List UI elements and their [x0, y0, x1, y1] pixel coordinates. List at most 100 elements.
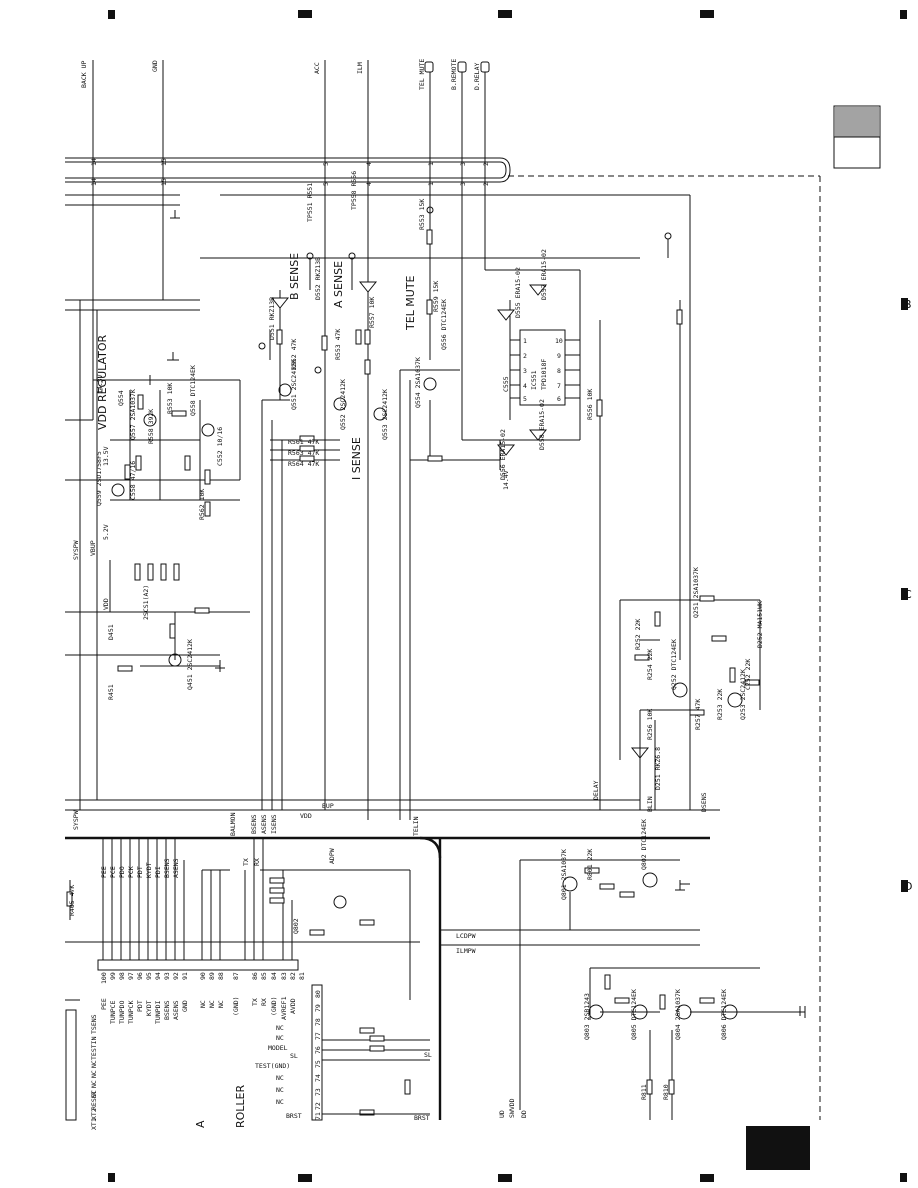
q251-q253-circuit	[619, 595, 761, 810]
svg-text:C558 47/16: C558 47/16	[129, 461, 137, 500]
controller-pins-top: 100 99 98 97 96 95 94 93 92 91 90 89 88 …	[97, 959, 306, 984]
svg-text:KYDT: KYDT	[145, 1000, 153, 1016]
svg-text:R256 10K: R256 10K	[646, 709, 654, 740]
svg-text:(GND): (GND)	[270, 996, 278, 1016]
svg-text:Q558 DTC124EK: Q558 DTC124EK	[189, 365, 197, 416]
svg-text:76: 76	[314, 1046, 322, 1054]
svg-text:AVDD: AVDD	[289, 998, 297, 1014]
q803-q806-circuit	[588, 967, 806, 1120]
svg-text:NC: NC	[276, 1098, 284, 1106]
svg-text:MODEL: MODEL	[268, 1044, 288, 1052]
svg-text:75: 75	[314, 1060, 322, 1068]
svg-text:TEST(GND): TEST(GND)	[255, 1062, 290, 1070]
svg-text:73: 73	[314, 1088, 322, 1096]
svg-text:R552 47K: R552 47K	[290, 339, 298, 370]
svg-text:ADPW: ADPW	[328, 848, 336, 864]
svg-text:PDO: PDO	[118, 866, 126, 878]
svg-text:NC: NC	[208, 1000, 216, 1008]
signal-ilm: ILM	[356, 62, 364, 74]
signal-gnd: GND	[151, 60, 159, 72]
left-pins: TSENS TESTIN NC NC NC NC RESET XT2 XT1	[65, 999, 98, 1130]
ilmpw-label: ILMPW	[456, 947, 476, 955]
svg-text:ISENS: ISENS	[270, 814, 278, 834]
svg-text:R563 47K: R563 47K	[288, 449, 319, 457]
svg-text:98: 98	[118, 972, 126, 980]
svg-text:SL: SL	[290, 1052, 298, 1060]
svg-text:89: 89	[208, 972, 216, 980]
svg-text:84: 84	[270, 972, 278, 980]
ic551: IC551 TPD1018F 1 2 3 4 5 10 9 8 7 6	[462, 269, 603, 810]
svg-text:TP558 R556: TP558 R556	[350, 171, 358, 210]
svg-text:NC: NC	[276, 1086, 284, 1094]
svg-text:D556 ERA15-02: D556 ERA15-02	[499, 429, 507, 480]
svg-text:R553 10K: R553 10K	[166, 383, 174, 414]
controller-signals-top: PEE TUNPCE TUNPDO TUNPCK PDT KYDT TUNPDI…	[100, 996, 297, 1024]
svg-text:2SCS1(A2): 2SCS1(A2)	[142, 585, 150, 620]
svg-text:R801 22K: R801 22K	[586, 849, 594, 880]
rail-dsens: DSENS	[700, 792, 708, 812]
svg-text:SYSPW: SYSPW	[72, 810, 80, 830]
svg-text:Q552 2SC2412K: Q552 2SC2412K	[339, 379, 347, 430]
svg-text:95: 95	[145, 972, 153, 980]
svg-text:R553 47K: R553 47K	[334, 329, 342, 360]
edge-letter-b: B	[904, 298, 912, 311]
svg-text:Q557 2SA1037K: Q557 2SA1037K	[129, 389, 137, 440]
svg-text:R564 47K: R564 47K	[288, 460, 319, 468]
signal-tel-mute: TEL MUTE	[418, 59, 426, 90]
svg-text:Q553 2SC2412K: Q553 2SC2412K	[381, 389, 389, 440]
controller-pins-bottom: 80 79 78 77 76 75 74 73 72 71 NC NC MODE…	[255, 984, 432, 1122]
signal-acc: ACC	[313, 62, 321, 74]
svg-text:D251 RKZ6.8: D251 RKZ6.8	[654, 747, 662, 790]
svg-text:NC: NC	[90, 1070, 98, 1078]
controller-bus	[65, 836, 700, 1120]
svg-text:8: 8	[557, 367, 561, 375]
svg-text:Q451 2SC2412K: Q451 2SC2412K	[186, 639, 194, 690]
svg-text:BSENS: BSENS	[163, 1000, 171, 1020]
svg-text:4: 4	[365, 182, 373, 186]
svg-text:TUNPDO: TUNPDO	[118, 1000, 126, 1024]
svg-text:NC: NC	[90, 1060, 98, 1068]
svg-text:Q803 2SB1243: Q803 2SB1243	[583, 993, 591, 1040]
edge-letter-d: D	[904, 880, 912, 893]
svg-text:C552 10/16: C552 10/16	[216, 427, 224, 466]
q451-refs: D451 2SCS1(A2) Q451 2SC2412K R451	[107, 585, 194, 700]
svg-text:4: 4	[523, 382, 527, 390]
svg-text:Q556 DTC124EK: Q556 DTC124EK	[440, 299, 448, 350]
svg-text:NC: NC	[276, 1024, 284, 1032]
svg-text:88: 88	[217, 972, 225, 980]
ic551-refs: D555 ERA15-02 D557 ERA15-02 D558 ERA15-0…	[499, 249, 594, 480]
svg-text:SL: SL	[424, 1051, 432, 1059]
svg-text:Q559 2SD1758F5: Q559 2SD1758F5	[95, 451, 103, 506]
svg-text:Q251 2SA1037K: Q251 2SA1037K	[692, 567, 700, 618]
connector-harness	[65, 157, 511, 183]
registration-marks	[108, 10, 908, 1182]
svg-text:D552 RKZ13B: D552 RKZ13B	[314, 257, 322, 300]
svg-text:79: 79	[314, 1004, 322, 1012]
q451-circuit	[117, 607, 250, 672]
pin-14: 14	[90, 158, 98, 166]
svg-text:Q554 2SA1037K: Q554 2SA1037K	[414, 357, 422, 408]
rail-vbup: VBUP	[89, 540, 97, 556]
svg-text:Q802 DTC124EK: Q802 DTC124EK	[640, 819, 648, 870]
pin-4: 4	[365, 162, 373, 166]
svg-text:77: 77	[314, 1032, 322, 1040]
svg-text:7: 7	[557, 382, 561, 390]
signal-d-relay: D.RELAY	[473, 63, 481, 90]
svg-text:BSENS: BSENS	[163, 858, 171, 878]
svg-text:D451: D451	[107, 624, 115, 640]
svg-text:PCE: PCE	[109, 866, 117, 878]
svg-text:ASENS: ASENS	[172, 858, 180, 878]
svg-text:Q804 2SA1037K: Q804 2SA1037K	[674, 989, 682, 1040]
svg-text:R553 15K: R553 15K	[418, 199, 426, 230]
svg-text:PCK: PCK	[127, 866, 135, 878]
svg-text:93: 93	[163, 972, 171, 980]
svg-text:C555: C555	[502, 376, 510, 392]
svg-text:R252 22K: R252 22K	[634, 619, 642, 650]
vdd-regulator-label: VDD REGULATOR	[96, 334, 109, 430]
svg-text:NC: NC	[217, 1000, 225, 1008]
svg-text:Q805 DTC124EK: Q805 DTC124EK	[630, 989, 638, 1040]
svg-text:100: 100	[100, 972, 108, 984]
svg-text:83: 83	[280, 972, 288, 980]
svg-text:R558 392K: R558 392K	[147, 409, 155, 444]
rail-vdd-label: VDD	[300, 812, 312, 820]
